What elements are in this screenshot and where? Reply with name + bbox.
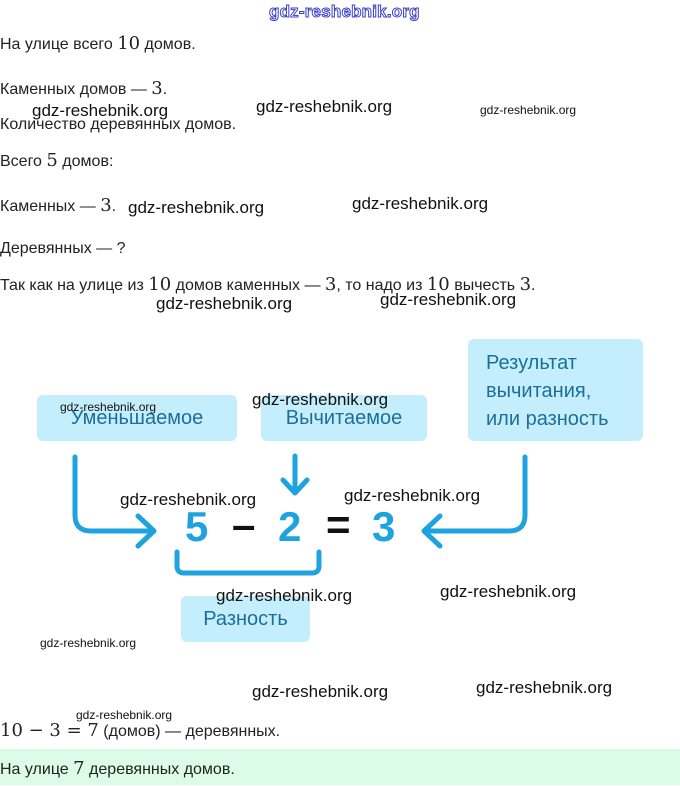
text-fragment: деревянных домов.: [84, 761, 235, 778]
difference-label-box: Разность: [181, 596, 310, 642]
watermark: gdz-reshebnik.org: [344, 486, 481, 505]
answer-text: На улице 7 деревянных домов.: [0, 758, 235, 779]
text-fragment: Всего: [0, 153, 47, 170]
text-fragment: Так как на улице из: [0, 277, 149, 294]
number: 10: [117, 33, 141, 54]
watermark-top: gdz-reshebnik.org: [269, 2, 421, 22]
text-fragment: домов.: [140, 36, 196, 53]
text-fragment: домов:: [57, 153, 114, 170]
number: 7: [73, 758, 85, 779]
text-fragment: , то надо из: [336, 277, 427, 294]
text-line-total-houses: На улице всего 10 домов.: [0, 33, 196, 54]
result-arrow: [423, 454, 528, 534]
watermark: gdz-reshebnik.org: [76, 708, 173, 722]
watermark: gdz-reshebnik.org: [252, 682, 389, 701]
text-fragment: .: [111, 198, 117, 215]
equation-equals: =: [326, 501, 351, 548]
watermark: gdz-reshebnik.org: [480, 103, 577, 117]
watermark: gdz-reshebnik.org: [32, 101, 169, 120]
watermark: gdz-reshebnik.org: [352, 194, 489, 213]
difference-bracket: [174, 549, 322, 576]
watermark: gdz-reshebnik.org: [216, 586, 353, 605]
solution-line: 10 − 3 = 7 (домов) — деревянных.: [0, 720, 280, 741]
solution-expression: 10 − 3 = 7: [0, 720, 99, 741]
watermark: gdz-reshebnik.org: [156, 294, 293, 313]
text-line-question: Количество деревянных домов.: [0, 116, 237, 133]
number: 3: [100, 195, 112, 216]
text-fragment: Каменных домов —: [0, 81, 152, 98]
equation-minus: –: [232, 501, 256, 548]
result-arrow-head: [421, 513, 443, 549]
minuend-label-box: Уменьшаемое: [37, 395, 237, 441]
text-fragment: Каменных —: [0, 198, 101, 215]
number: 3: [324, 274, 337, 295]
watermark: gdz-reshebnik.org: [120, 490, 257, 509]
watermark: gdz-reshebnik.org: [380, 290, 517, 309]
answer-banner: На улице 7 деревянных домов.: [0, 749, 680, 785]
text-line-stone-houses: Каменных домов — 3.: [0, 78, 167, 99]
text-line-stone: Каменных — 3.: [0, 195, 116, 216]
number: 5: [46, 150, 58, 171]
equation-minuend: 5: [185, 503, 209, 550]
equation-subtrahend: 2: [278, 503, 302, 550]
text-fragment: .: [162, 81, 168, 98]
text-fragment: На улице: [0, 761, 74, 778]
result-label-box: Результат вычитания, или разность: [468, 339, 643, 441]
watermark: gdz-reshebnik.org: [128, 198, 265, 217]
watermark: gdz-reshebnik.org: [256, 97, 393, 116]
watermark: gdz-reshebnik.org: [476, 678, 613, 697]
text-fragment: домов каменных —: [171, 277, 325, 294]
minuend-arrow-head: [135, 513, 157, 549]
watermark: gdz-reshebnik.org: [60, 400, 157, 414]
watermark: gdz-reshebnik.org: [40, 636, 137, 650]
text-line-wooden: Деревянных — ?: [0, 240, 126, 257]
equation-result: 3: [372, 503, 396, 550]
text-fragment: .: [531, 277, 536, 294]
number: 3: [519, 274, 532, 295]
watermark: gdz-reshebnik.org: [440, 582, 577, 601]
watermark: gdz-reshebnik.org: [252, 390, 389, 409]
result-label-line: вычитания,: [486, 380, 592, 402]
text-fragment: На улице всего: [0, 36, 118, 53]
subtrahend-arrow-head: [280, 477, 310, 496]
subtrahend-label-box: Вычитаемое: [261, 395, 427, 441]
text-line-reasoning: Так как на улице из 10 домов каменных — …: [0, 274, 535, 295]
result-label-line: Результат: [486, 352, 577, 374]
number: 10: [148, 274, 172, 295]
minuend-arrow: [72, 454, 155, 534]
number: 10: [426, 274, 450, 295]
text-line-all-houses: Всего 5 домов:: [0, 150, 113, 171]
result-label-line: или разность: [486, 408, 609, 430]
text-fragment: (домов) — деревянных.: [98, 723, 281, 740]
number: 3: [151, 78, 163, 99]
text-fragment: вычесть: [449, 277, 520, 294]
